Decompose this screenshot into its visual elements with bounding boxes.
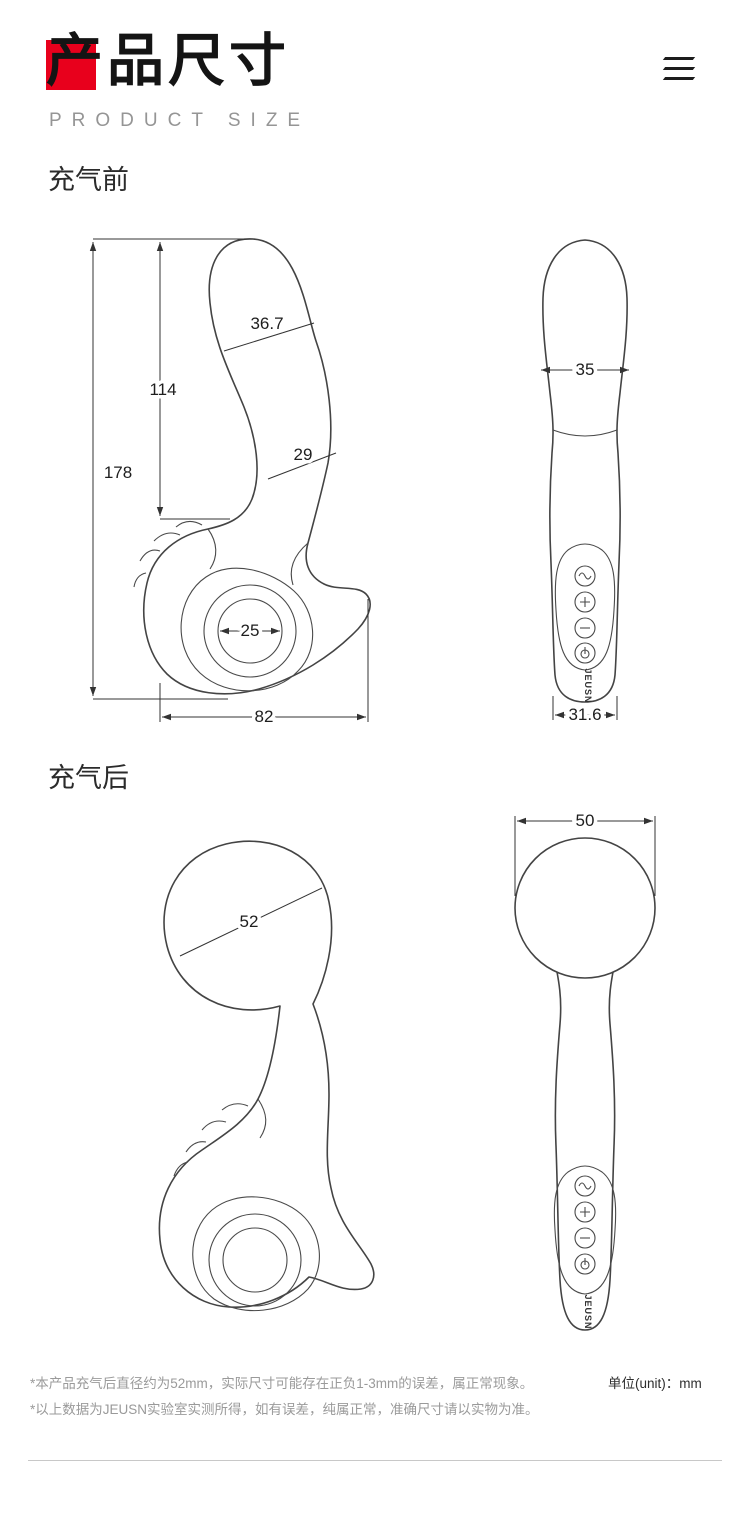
menu-bar [662, 57, 696, 60]
dim-label-178: 178 [104, 463, 132, 482]
dim-label-36-7: 36.7 [250, 314, 283, 333]
dim-head-width: 36.7 [223, 311, 315, 352]
dim-label-50: 50 [576, 811, 595, 830]
dim-total-height: 178 [89, 238, 255, 700]
dim-label-35: 35 [576, 360, 595, 379]
section-label-before-inflation: 充气前 [48, 165, 129, 195]
ring-inner [217, 598, 283, 664]
page-subtitle: PRODUCT SIZE [49, 110, 311, 131]
dim-ring-diameter: 25 [220, 618, 280, 644]
dim-head-width: 52 [179, 887, 323, 957]
footnote-1: *本产品充气后直径约为52mm，实际尺寸可能存在正负1-3mm的误差，属正常现象… [30, 1376, 534, 1391]
after-side-drawing: 52 [158, 840, 375, 1312]
ring-outer [208, 1213, 302, 1307]
base-ridges [133, 520, 203, 588]
dim-label-25: 25 [241, 621, 260, 640]
head-seam [552, 429, 618, 437]
page-title: 产品尺寸 [46, 29, 290, 93]
section-label-after-inflation: 充气后 [48, 763, 129, 793]
dim-label-52: 52 [240, 912, 259, 931]
vibration-button-icon [574, 1175, 596, 1197]
minus-button-icon [574, 1227, 596, 1249]
dim-bottom-width: 31.6 [552, 696, 618, 728]
ring-outer [203, 584, 297, 678]
vibration-button-icon [574, 565, 596, 587]
dim-upper-height: 114 [146, 242, 230, 520]
control-buttons [574, 1175, 596, 1275]
accent-red-square [46, 40, 96, 90]
base-seam-left [207, 528, 217, 570]
control-panel-outline [553, 1165, 617, 1295]
device-outline [142, 238, 371, 695]
dim-label-82: 82 [255, 707, 274, 725]
dim-head-width: 50 [514, 808, 656, 896]
control-buttons [574, 565, 596, 664]
handle-outline [551, 947, 619, 1331]
control-panel-outline [554, 543, 616, 671]
base-teardrop-seam [180, 567, 314, 692]
dim-base-width: 82 [159, 599, 369, 725]
base-teardrop-seam [192, 1196, 320, 1312]
footnote-2: *以上数据为JEUSN实验室实测所得，如有误差，纯属正常，准确尺寸请以实物为准。 [30, 1402, 539, 1417]
base-seam-right [290, 542, 309, 586]
device-outline [158, 840, 375, 1308]
minus-button-icon [574, 617, 596, 639]
brand-logo-text: JEUSN [583, 668, 593, 703]
unit-label: 单位(unit)：mm [608, 1376, 702, 1391]
power-button-icon [574, 1253, 596, 1275]
power-button-icon [574, 642, 596, 664]
dim-head-width: 35 [541, 357, 629, 383]
ring-inner [222, 1227, 288, 1293]
base-seam-left [257, 1098, 267, 1139]
inflated-ball-head [514, 837, 656, 979]
dim-shaft-width: 29 [267, 442, 337, 480]
plus-button-icon [574, 1201, 596, 1223]
dim-label-31-6: 31.6 [568, 705, 601, 724]
menu-bar [662, 77, 696, 80]
menu-icon [662, 57, 696, 87]
plus-button-icon [574, 591, 596, 613]
bottom-divider [28, 1460, 722, 1461]
after-front-drawing: JEUSN 50 [514, 808, 656, 1331]
before-front-drawing: JEUSN 35 31.6 [541, 239, 629, 728]
base-ridges [173, 1103, 249, 1177]
brand-logo-text: JEUSN [583, 1294, 593, 1329]
device-outline [542, 239, 628, 703]
dim-label-29: 29 [294, 445, 313, 464]
before-side-drawing: 178 114 36.7 29 25 82 [89, 238, 371, 725]
menu-bar [662, 67, 696, 70]
dim-label-114: 114 [149, 380, 176, 399]
